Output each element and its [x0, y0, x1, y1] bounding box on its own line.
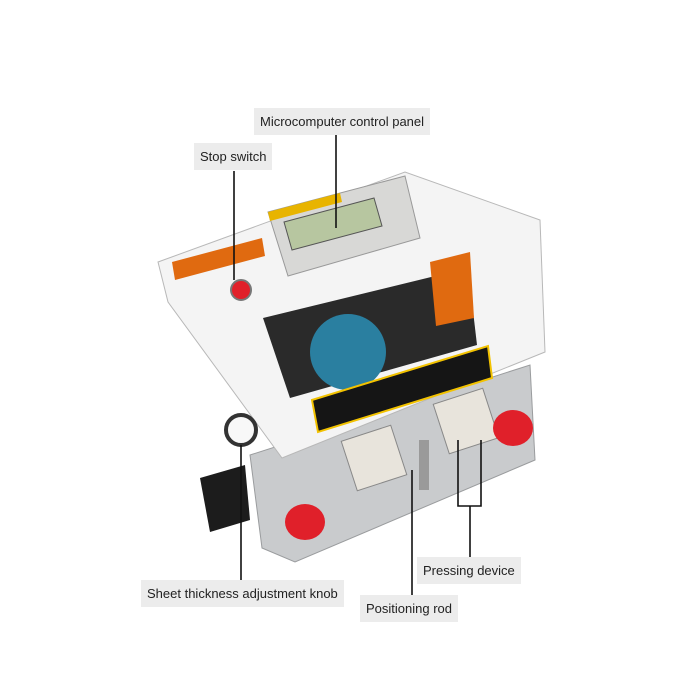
warning-sign: [310, 344, 494, 434]
label-thickness-knob: Sheet thickness adjustment knob: [141, 580, 344, 607]
panel-logo-strip: [268, 193, 342, 221]
red-knob-left: [285, 504, 325, 540]
lcd-screen: [283, 197, 383, 251]
label-stop-switch: Stop switch: [194, 143, 273, 170]
machine-nameplate: [172, 238, 265, 280]
positioning-rod: [419, 440, 429, 490]
pressing-block-right: [432, 387, 500, 455]
pressing-block-left: [340, 424, 408, 492]
thickness-knob: [224, 413, 258, 447]
leader-lines: [233, 135, 482, 595]
label-positioning-rod: Positioning rod: [360, 595, 458, 622]
label-pressing-device: Pressing device: [417, 557, 521, 584]
side-block: [200, 465, 250, 532]
label-control-panel: Microcomputer control panel: [254, 108, 431, 135]
side-warning-label: [430, 252, 474, 326]
red-knob-right: [493, 410, 533, 446]
stop-button: [230, 279, 252, 301]
motor: [310, 314, 386, 390]
